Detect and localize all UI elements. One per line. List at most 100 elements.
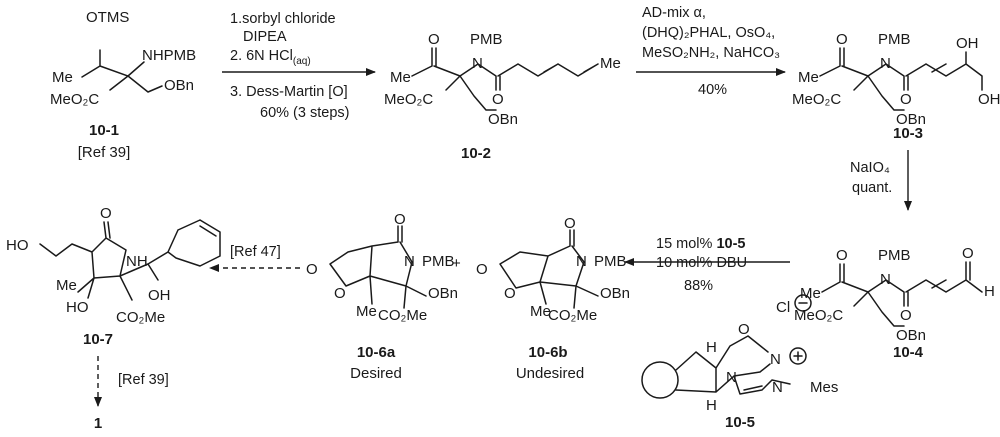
- methyl-group: Me: [390, 69, 411, 86]
- benzyloxy-group: OBn: [488, 111, 518, 128]
- stereo-hydrogen-1: H: [706, 339, 717, 356]
- nhpmb-group: NHPMB: [142, 47, 196, 64]
- lactam-nitrogen: N: [576, 253, 587, 270]
- otms-group: OTMS: [86, 9, 129, 26]
- step-4: 15 mol% 10-5 10 mol% DBU 88%: [624, 236, 790, 294]
- step-2: AD-mix α, (DHQ)₂PHAL, OsO₄, MeSO₂NH₂, Na…: [636, 5, 786, 98]
- pmb-group: PMB: [878, 247, 911, 264]
- triazole-nitrogen-1: N: [726, 369, 737, 386]
- compound-id-10-3: 10-3: [893, 125, 923, 142]
- step-2-reagent-2: (DHQ)₂PHAL, OsO₄,: [642, 25, 775, 41]
- methyl-group: Me: [800, 285, 821, 302]
- compound-10-6b: O O O N PMB Me OBn CO₂Me 10-6b Undesired: [476, 215, 630, 382]
- benzyloxy-group: OBn: [600, 285, 630, 302]
- compound-id-10-2: 10-2: [461, 145, 491, 162]
- compound-id-10-4: 10-4: [893, 344, 924, 361]
- methyl-group: Me: [356, 303, 377, 320]
- caption-undesired: Undesired: [516, 365, 584, 382]
- methyl-ester-group: CO₂Me: [548, 307, 597, 324]
- methyl-group: Me: [530, 303, 551, 320]
- aldehyde-oxygen: O: [962, 245, 974, 262]
- stereo-hydrogen-2: H: [706, 397, 717, 414]
- step-1-yield: 60% (3 steps): [260, 105, 349, 121]
- lactam-nitrogen: N: [404, 253, 415, 270]
- step-6: [Ref 39]: [94, 356, 169, 407]
- benzyloxy-group: OBn: [428, 285, 458, 302]
- step-1-reagent-2: DIPEA: [243, 29, 287, 45]
- compound-10-2: O PMB N Me MeO₂C O OBn Me 10-2: [384, 31, 621, 162]
- compound-id-10-6b: 10-6b: [528, 344, 567, 361]
- amide-nitrogen: N: [880, 55, 891, 72]
- methyl-ester-group: MeO₂C: [792, 91, 841, 108]
- ketone-oxygen: O: [836, 247, 848, 264]
- step-4-reagent-2: 10 mol% DBU: [656, 255, 747, 271]
- triazole-nitrogen-3: N: [772, 379, 783, 396]
- compound-id-10-6a: 10-6a: [357, 344, 396, 361]
- methyl-ester-group: MeO₂C: [50, 91, 99, 108]
- tertiary-hydroxyl: HO: [66, 299, 89, 316]
- methyl-group: Me: [798, 69, 819, 86]
- secondary-hydroxyl: OH: [148, 287, 171, 304]
- lactone-ring-oxygen: O: [504, 285, 516, 302]
- lactam-oxygen: O: [564, 215, 576, 232]
- chloride-counterion: Cl: [776, 299, 790, 316]
- compound-10-6a: O O O N PMB Me OBn CO₂Me 10-6a Desired: [306, 211, 458, 382]
- caption-desired: Desired: [350, 365, 402, 382]
- amide-oxygen: O: [900, 307, 912, 324]
- methyl-group: Me: [52, 69, 73, 86]
- step-2-reagent-1: AD-mix α,: [642, 5, 706, 21]
- methyl-ester-group: CO₂Me: [116, 309, 165, 326]
- aldehyde-hydrogen: H: [984, 283, 995, 300]
- step-2-yield: 40%: [698, 82, 727, 98]
- amide-oxygen: O: [900, 91, 912, 108]
- ketone-oxygen: O: [428, 31, 440, 48]
- step-1-reagent-3: 2. 6N HCl(aq): [230, 48, 311, 67]
- compound-10-5: O Cl N N N Mes H H 10-5: [641, 294, 838, 431]
- step-1-reagent-1: 1.sorbyl chloride: [230, 11, 336, 27]
- step-5: [Ref 47]: [209, 244, 300, 272]
- step-3-reagent-2: quant.: [852, 180, 892, 196]
- compound-id-10-1: 10-1: [89, 122, 119, 139]
- lactam-oxygen: O: [100, 205, 112, 222]
- step-4-yield: 88%: [684, 278, 713, 294]
- methyl-ester-group: MeO₂C: [794, 307, 843, 324]
- mesityl-group: Mes: [810, 379, 838, 396]
- step-1: 1.sorbyl chloride DIPEA 2. 6N HCl(aq) 3.…: [222, 11, 376, 121]
- lactam-oxygen: O: [394, 211, 406, 228]
- lactam-nh: NH: [126, 253, 148, 270]
- amide-nitrogen: N: [880, 271, 891, 288]
- benzyloxy-group: OBn: [896, 111, 926, 128]
- triazole-nitrogen-2: N: [770, 351, 781, 368]
- amide-nitrogen: N: [472, 55, 483, 72]
- ketone-oxygen: O: [836, 31, 848, 48]
- amide-oxygen: O: [492, 91, 504, 108]
- lactone-ring-oxygen: O: [334, 285, 346, 302]
- lactone-carbonyl-oxygen: O: [476, 261, 488, 278]
- step-6-reference: [Ref 39]: [118, 372, 169, 388]
- hydroxyl-group-2: OH: [978, 91, 1000, 108]
- compound-id-10-7: 10-7: [83, 331, 113, 348]
- plus-sign: +: [452, 255, 461, 272]
- pmb-group: PMB: [594, 253, 627, 270]
- reference-note-10-1: [Ref 39]: [78, 144, 131, 161]
- compound-id-10-5: 10-5: [725, 414, 755, 431]
- terminal-methyl: Me: [600, 55, 621, 72]
- compound-id-1: 1: [94, 415, 102, 432]
- hydroxyl-group-1: OH: [956, 35, 979, 52]
- methyl-ester-group: MeO₂C: [384, 91, 433, 108]
- step-3: NaIO₄ quant.: [850, 150, 912, 211]
- lactone-carbonyl-oxygen: O: [306, 261, 318, 278]
- benzyloxy-group: OBn: [896, 327, 926, 344]
- methyl-ester-group: CO₂Me: [378, 307, 427, 324]
- step-2-reagent-3: MeSO₂NH₂, NaHCO₃: [642, 45, 780, 61]
- compound-10-3: O PMB N Me MeO₂C O OBn OH OH 10-3: [792, 31, 1000, 142]
- benzyloxy-group: OBn: [164, 77, 194, 94]
- step-5-reference: [Ref 47]: [230, 244, 281, 260]
- oxazine-oxygen: O: [738, 321, 750, 338]
- compound-10-7: O HO NH Me HO OH CO₂Me 10-7: [6, 205, 221, 348]
- step-1-reagent-4: 3. Dess-Martin [O]: [230, 84, 348, 100]
- pmb-group: PMB: [470, 31, 503, 48]
- compound-10-1: OTMS NHPMB Me MeO₂C OBn 10-1 [Ref 39]: [50, 9, 196, 161]
- primary-hydroxyl: HO: [6, 237, 29, 254]
